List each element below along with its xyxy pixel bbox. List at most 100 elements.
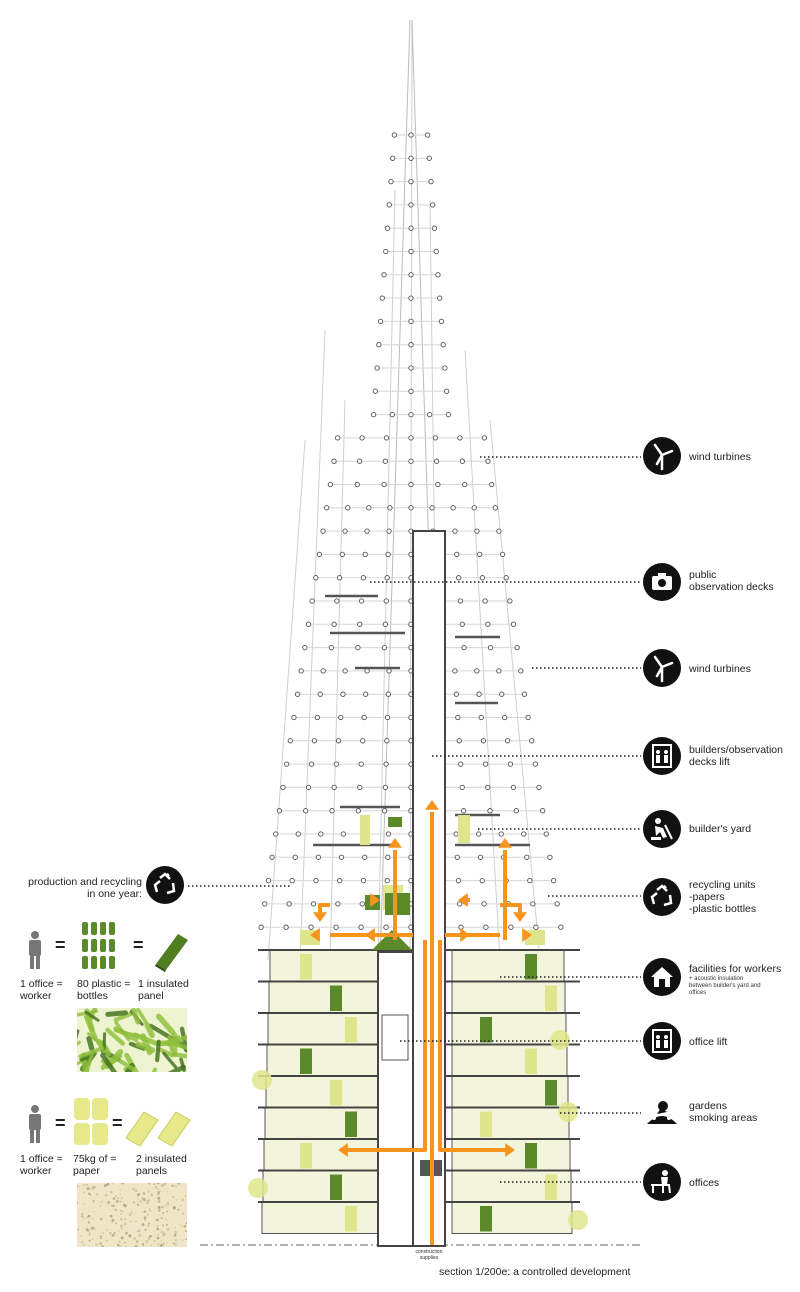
lattice-node [339, 551, 345, 558]
texture-grain [166, 1227, 170, 1231]
texture-grain [165, 1218, 167, 1221]
texture-grain [106, 1229, 108, 1231]
lattice-node [390, 155, 396, 161]
texture-grain [181, 1239, 184, 1241]
texture-grain [150, 1244, 152, 1246]
texture-fiber [105, 1010, 128, 1017]
texture-grain [183, 1225, 187, 1228]
texture-fiber [77, 1029, 80, 1040]
texture-grain [86, 1183, 88, 1186]
texture-grain [121, 1228, 123, 1230]
window-panel [525, 1048, 537, 1074]
panel-pile [372, 930, 412, 950]
floor-left [265, 1075, 379, 1108]
texture-grain [81, 1215, 84, 1218]
label-line: 2 insulated [136, 1153, 187, 1165]
texture-fiber [179, 1057, 186, 1072]
texture-grain [85, 1228, 89, 1231]
yard-block [360, 815, 370, 845]
worker-digging-icon [643, 810, 681, 848]
label-line: supplies [419, 1255, 439, 1261]
garden-shrub [550, 1030, 570, 1050]
texture-grain [142, 1192, 146, 1195]
lattice-node [334, 435, 341, 441]
lattice-node [355, 808, 361, 814]
lattice-node [540, 808, 546, 814]
label-line: panel [138, 990, 164, 1002]
flow-arrow [500, 903, 522, 915]
lattice-node [335, 738, 342, 744]
texture-grain [109, 1190, 113, 1194]
leader-lines [188, 456, 641, 1183]
texture-grain [95, 1193, 99, 1196]
texture-grain [156, 1236, 160, 1240]
lattice-node [382, 458, 388, 464]
lattice-node [383, 924, 389, 930]
texture-grain [162, 1224, 165, 1227]
texture-grain [165, 1223, 168, 1226]
texture-grain [104, 1183, 107, 1187]
section-caption: section 1/200e: a controlled development [439, 1266, 631, 1278]
texture-grain [161, 1243, 163, 1246]
office-lift-car [381, 1014, 409, 1061]
texture-grain [157, 1205, 161, 1209]
texture-grain [107, 1201, 110, 1204]
label-line: -papers [689, 891, 725, 903]
texture-grain [89, 1231, 92, 1234]
texture-grain [157, 1183, 160, 1185]
lattice-node [530, 901, 536, 907]
texture-grain [148, 1222, 150, 1225]
lattice-node [461, 808, 467, 814]
garden-shrub [568, 1210, 588, 1230]
lattice-node [408, 295, 414, 301]
recycled-stack [385, 893, 410, 915]
lattice-node [408, 248, 414, 255]
lattice-node [302, 644, 308, 651]
texture-grain [88, 1239, 91, 1242]
texture-grain [124, 1205, 127, 1208]
lattice-node [521, 831, 527, 837]
texture-grain [177, 1208, 180, 1211]
texture-grain [115, 1200, 119, 1203]
lattice-node [364, 528, 370, 534]
window-panel [300, 1048, 312, 1074]
texture-grain [92, 1199, 95, 1203]
lattice-node [459, 621, 465, 627]
texture-grain [110, 1204, 113, 1207]
lattice-node [357, 784, 363, 791]
lattice-node [428, 178, 434, 185]
texture-grain [111, 1234, 115, 1237]
desk-worker-icon [643, 1163, 681, 1201]
lattice-node [362, 854, 368, 860]
lattice-node [475, 831, 482, 837]
lattice-node [524, 854, 530, 860]
lattice-node [457, 435, 463, 441]
lattice-node [445, 411, 452, 418]
texture-grain [179, 1223, 181, 1226]
lattice-node [543, 831, 549, 837]
lattice-node [379, 295, 385, 301]
texture-grain [83, 1217, 86, 1219]
lattice-node [431, 225, 438, 231]
lattice-node [408, 435, 414, 441]
texture-grain [120, 1213, 122, 1216]
lattice-node [331, 621, 337, 627]
texture-grain [149, 1234, 152, 1238]
arrow-head [522, 928, 532, 942]
texture-grain [82, 1243, 85, 1246]
texture-grain [175, 1199, 178, 1201]
lattice-node [527, 877, 533, 884]
equals-sign: = [133, 935, 144, 955]
lattice-node [521, 691, 528, 697]
label-line: construction [415, 1249, 443, 1255]
mast-line [299, 329, 326, 961]
label-line: 1 insulated [138, 978, 189, 990]
lattice-node [360, 877, 367, 884]
texture-grain [133, 1237, 136, 1240]
floor-right [451, 1107, 570, 1140]
arrow-head [460, 928, 470, 942]
